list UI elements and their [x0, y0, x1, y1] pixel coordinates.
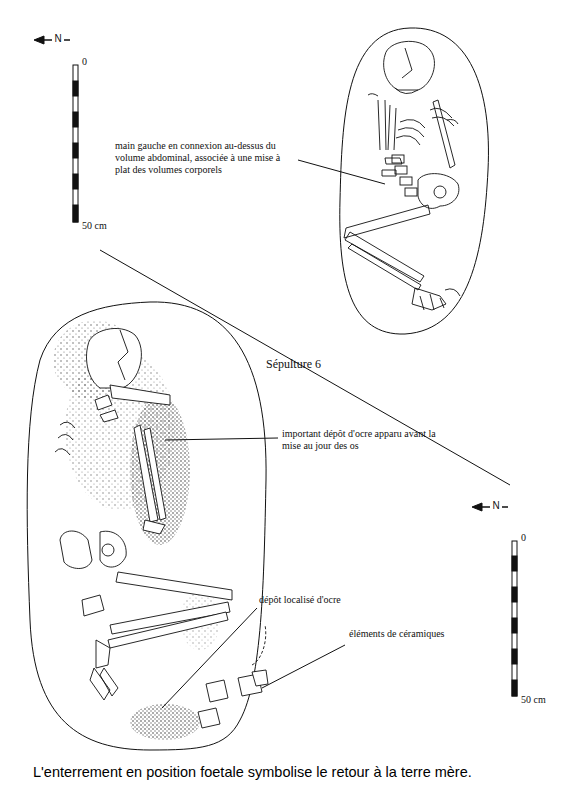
drawing-stroke: [388, 105, 396, 150]
drawing-stroke: [433, 100, 455, 168]
ochre-stipple: [53, 320, 220, 740]
skeleton: [344, 41, 460, 310]
ceramic-fragments: [198, 625, 268, 728]
drawing-stroke: [73, 81, 78, 96]
drawing-stroke: [344, 205, 430, 238]
drawing-stroke: [73, 65, 78, 222]
drawing-stroke: [512, 587, 517, 602]
drawing-stroke: [143, 520, 165, 534]
north-letter: N: [52, 33, 64, 45]
drawing-stroke: [165, 438, 278, 440]
drawing-stroke: [73, 205, 78, 222]
drawing-stroke: [405, 188, 417, 196]
drawing-stroke: [73, 143, 78, 158]
figure-caption: L'enterrement en position foetale symbol…: [33, 764, 563, 780]
drawing-stroke: [110, 385, 170, 405]
drawing-stroke: [512, 680, 517, 696]
drawing-stroke: [90, 668, 118, 700]
drawing-stroke: [95, 395, 118, 422]
scale-bar: [73, 65, 78, 222]
drawing-stroke: [472, 503, 482, 511]
drawing-stroke: [368, 94, 378, 96]
drawing-stroke: [144, 428, 166, 520]
scale-label: 0: [82, 56, 112, 68]
drawing-stroke: [378, 100, 386, 150]
drawing-stroke: [60, 531, 92, 569]
drawing-stroke: [34, 36, 44, 44]
drawing-stroke: [430, 108, 454, 126]
drawing-stroke: [252, 670, 268, 686]
drawing-stroke: [82, 595, 104, 616]
annotation: main gauche en connexion au-dessus du vo…: [115, 140, 295, 176]
drawing-stroke: [262, 645, 345, 688]
burial-title: Sépulture 6: [266, 358, 356, 370]
scale-label: 0: [521, 532, 551, 544]
scale-bar: [512, 541, 517, 696]
drawing-stroke: [96, 640, 110, 668]
drawing-stroke: [73, 174, 78, 189]
drawing-stroke: [420, 294, 444, 310]
drawing-stroke: [162, 608, 257, 708]
drawing-stroke: [512, 556, 517, 571]
drawing-stroke: [402, 48, 412, 78]
drawing-stroke: [512, 541, 517, 696]
drawing-stroke: [102, 544, 114, 556]
drawing-stroke: [198, 708, 220, 728]
drawing-stroke: [27, 28, 517, 750]
drawing-stroke: [100, 531, 126, 567]
scale-label: 50 cm: [82, 220, 122, 232]
drawing-stroke: [73, 112, 78, 127]
drawing-stroke: [348, 244, 421, 290]
annotation: éléments de céramiques: [349, 628, 479, 640]
drawing-stroke: [395, 166, 407, 174]
drawing-stroke: [116, 572, 232, 600]
drawing-stroke: [382, 158, 402, 176]
drawing-stroke: [130, 395, 190, 545]
drawing-stroke: [298, 160, 385, 184]
drawing-stroke: [384, 41, 435, 90]
drawing-stroke: [445, 289, 460, 296]
drawing-stroke: [118, 330, 128, 380]
north-letter: N: [490, 500, 502, 512]
drawing-stroke: [108, 612, 228, 648]
drawing-stroke: [345, 232, 424, 282]
drawing-stroke: [447, 120, 458, 125]
drawing-stroke: [252, 625, 266, 665]
drawing-stroke: [55, 422, 75, 455]
pit-outline: [340, 28, 489, 334]
annotation: dépôt localisé d'ocre: [259, 594, 379, 606]
drawing-stroke: [434, 186, 446, 198]
drawing-stroke: [87, 328, 142, 388]
drawing-stroke: [412, 288, 446, 310]
drawing-stroke: [206, 680, 228, 702]
scale-label: 50 cm: [521, 694, 561, 706]
drawing-stroke: [130, 704, 200, 740]
drawing-stroke: [400, 177, 412, 185]
drawing-stroke: [396, 120, 425, 145]
drawing-stroke: [512, 649, 517, 664]
drawing-stroke: [392, 155, 404, 163]
annotation: important dépôt d'ocre apparu avant la m…: [282, 428, 457, 452]
drawing-stroke: [418, 174, 459, 209]
skeleton: [55, 328, 232, 700]
drawing-stroke: [395, 88, 418, 94]
drawing-stroke: [512, 618, 517, 633]
pit-outline: [27, 302, 266, 750]
